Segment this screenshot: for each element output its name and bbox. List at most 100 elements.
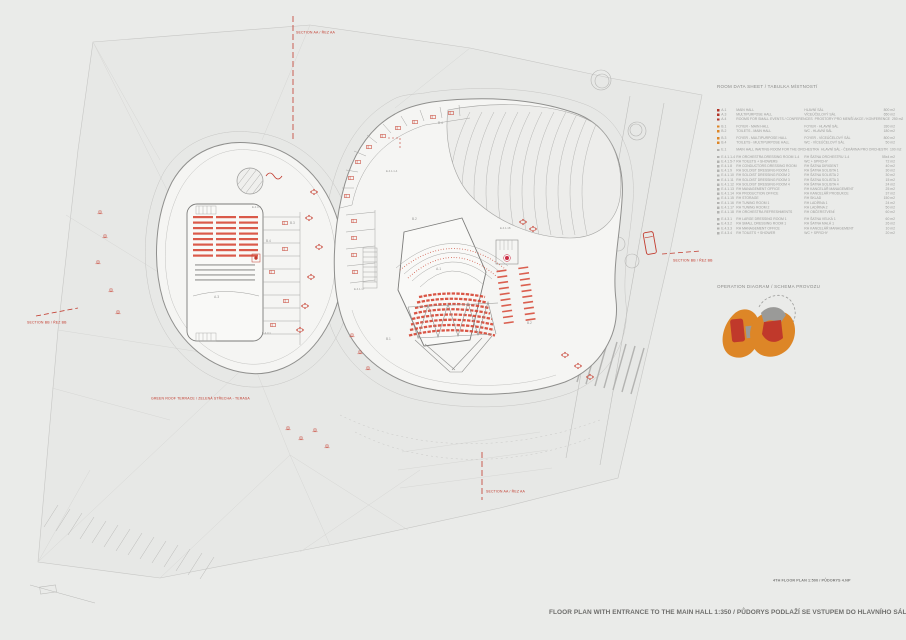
room-area: 26 m2 [885,222,895,226]
room-code: E.4.1.16 [721,201,734,205]
room-color-swatch [717,137,720,140]
room-area: 30 m2 [885,173,895,178]
landscape-stairs [29,504,215,604]
room-area: 800 m2 [883,136,895,141]
room-name-cz: RH ŠATNA ORCHESTRU 1-4 [804,155,850,159]
room-name-en: MULTIPURPOSE HALL [736,113,773,117]
building-multipurpose-hall: A.3 B.3 B.4 E.4.3.1 E.4.3.4 [156,141,345,375]
room-color-swatch [717,183,720,186]
room-code: E.4.3.2 [721,222,733,226]
room-color-swatch [717,218,720,221]
room-area: 15 m2 [885,178,895,182]
room-name-en: RH STORAGE [736,196,759,201]
room-code: E.1 [721,148,727,152]
room-color-swatch [717,178,720,182]
room-area: 50 m2 [885,141,895,145]
room-code: E.4.1.18 [721,210,734,215]
shell-roof [446,104,622,239]
room-code: A.1 [721,108,727,113]
bus [642,231,657,255]
room-name-en: RH LARGE DRESSING ROOM 1 [736,217,787,222]
room-name-en: RH SOLOIST DRESSING ROOM 1 [736,169,790,173]
room-name-en: RH SOLOIST DRESSING ROOM 3 [736,178,790,182]
room-label: A.3 [214,295,219,299]
room-label: E.4.1.18 [500,226,511,230]
room-color-swatch [717,165,720,168]
room-color-swatch [717,197,720,200]
subplan-label: 4TH FLOOR PLAN 1:500 / PŮDORYS 4.NP [773,578,851,583]
spiral-ramp [236,167,283,195]
room-code: E.4.1.1-4 [721,155,736,159]
section-bb-label-left: SECTION BB / ŘEZ BB [27,321,67,325]
room-name-en: RH TUNING ROOM 1 [736,201,770,205]
room-code: E.4.1.17 [721,205,734,210]
room-code: E.4.1.12 [721,182,734,187]
operation-diagram-heading: OPERATION DIAGRAM / SCHEMA PROVOZU [717,284,821,289]
multipurpose-hall-seating [193,216,258,257]
room-label: B.1 [386,337,391,341]
room-name-en: RH ORCHESTRA REFRESHMENTS [736,210,793,215]
room-color-swatch [717,232,720,235]
room-area: 100 m2 [890,148,902,152]
room-name-cz: RH SKLAD [804,196,822,201]
room-code: E.4.1.9 [721,169,733,173]
room-code: A.4 [721,117,727,122]
room-area: 330 m2 [883,124,895,129]
room-area: 60 m2 [885,217,895,222]
room-color-swatch [717,125,720,128]
stage-trusses [407,300,499,373]
room-code: E.4.3.1 [721,217,733,222]
room-name-en: RH CONDUCTORS DRESSING ROOM [736,164,797,169]
room-code: E.4.1.14 [721,192,734,196]
room-color-swatch [717,109,720,112]
room-name-en: TOILETS - MAIN HALL [736,129,772,133]
room-name-en: RH SMALL DRESSING ROOM 1 [736,222,787,226]
room-label: B.2 [412,217,417,221]
room-name-en: RH MANAGEMENT OFFICE [736,226,780,231]
stair-core [195,205,217,342]
room-color-swatch [717,169,720,172]
room-area: 25 m2 [885,187,895,192]
room-code: E.4.1.13 [721,187,734,192]
room-area: 150 m2 [883,196,895,201]
room-name-cz: FOYER - VÍCEÚČELOVÝ SÁL [804,136,851,141]
room-name-cz: WC - HLAVNÍ SÁL [804,129,833,133]
room-color-swatch [717,141,720,144]
elevator-symbol [251,253,261,263]
room-area: 10 m2 [885,226,895,231]
dressing-rooms-strip [263,212,301,345]
section-bb-label-right: SECTION BB / ŘEZ BB [673,259,713,263]
section-aa-label-top: SECTION AA / ŘEZ AA [296,31,336,35]
room-name-en: RH TOILETS + SHOWER [736,231,776,235]
room-color-swatch [717,227,720,230]
room-name-cz: RH LADÍRNA 2 [804,205,828,210]
room-code: E.4.1.8 [721,164,733,169]
room-name-en: RH SOLOIST DRESSING ROOM 2 [736,173,790,178]
room-data-sheet-heading: ROOM DATA SHEET / TABULKA MÍSTNOSTÍ [717,84,818,89]
dressing-rooms-band [339,104,471,209]
room-name-cz: FOYER - HLAVNÍ SÁL [804,124,839,129]
sheet-title: FLOOR PLAN WITH ENTRANCE TO THE MAIN HAL… [549,608,906,616]
room-label: A.1 [436,267,441,271]
room-color-swatch [717,155,720,159]
room-code: B.1 [721,124,727,129]
room-name-cz: RH ŠATNA SOLISTA 3 [804,178,839,182]
building-main-hall: A.1 B.1 B.2 B.2 B.4 E.4.1.18 E.4.1.17 E.… [333,98,623,395]
room-label: E.4.3.1 [262,331,271,335]
room-area: 40 m2 [885,164,895,169]
